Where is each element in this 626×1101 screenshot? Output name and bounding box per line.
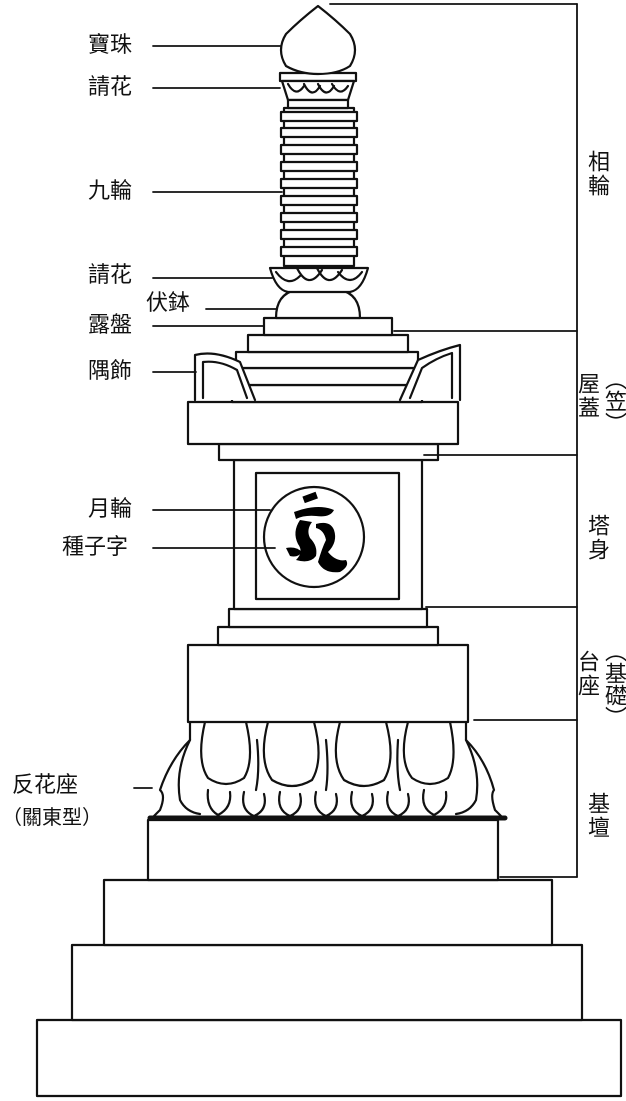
label-kurin: 九輪	[88, 179, 133, 204]
label-ukebana-top: 請花	[88, 75, 133, 100]
label-okugai-alt: （笠）	[601, 368, 626, 434]
label-daiza: 台座	[574, 650, 599, 698]
left-leader-lines	[133, 45, 283, 789]
label-okugai: 屋蓋	[574, 372, 599, 420]
kurin-rings	[279, 106, 359, 268]
label-daiza-alt: （基礎）	[601, 640, 626, 728]
label-toshin: 塔身	[584, 514, 609, 562]
label-roban: 露盤	[88, 313, 133, 338]
label-getsurin: 月輪	[88, 497, 133, 522]
ukebana-upper-shape	[278, 71, 358, 110]
label-shuji: 種子字	[62, 535, 129, 560]
label-kaeribanaza-type: （關東型）	[2, 805, 102, 829]
label-sorin: 相輪	[584, 150, 609, 198]
kaeribanaza-shape	[147, 718, 508, 821]
label-fukubachi: 伏鉢	[146, 291, 191, 316]
right-bracket	[329, 3, 578, 878]
getsurin-circle	[262, 485, 366, 589]
houju-shape	[279, 4, 357, 76]
label-ukebana-bottom: 請花	[88, 263, 133, 288]
label-sumikazari: 隅飾	[88, 359, 133, 384]
ukebana-lower-shape	[268, 264, 370, 294]
toshin-body	[217, 442, 440, 611]
kidan-steps	[35, 818, 623, 1098]
label-kaeribanaza: 反花座	[12, 773, 79, 798]
okugai-roof	[186, 316, 462, 446]
label-houju: 寶珠	[88, 33, 133, 58]
label-kidan: 基壇	[584, 792, 609, 840]
